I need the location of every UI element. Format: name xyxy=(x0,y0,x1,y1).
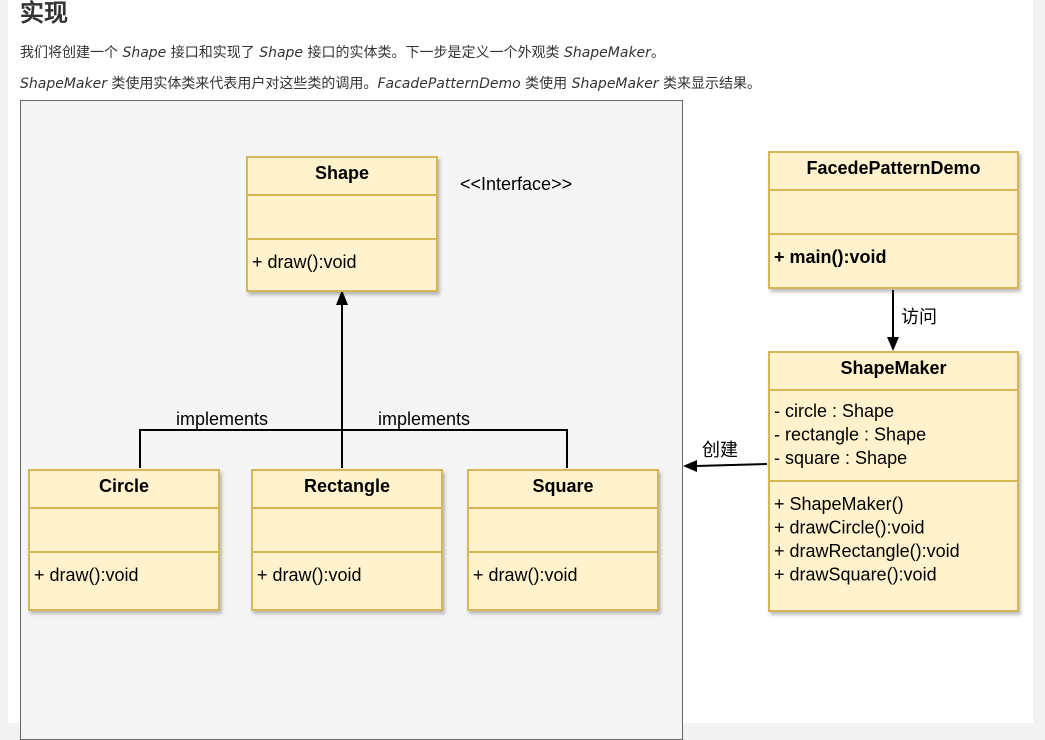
class-name: Square xyxy=(532,476,593,496)
class-name: ShapeMaker xyxy=(840,358,946,378)
class-shape-maker: ShapeMaker - circle : Shape - rectangle : … xyxy=(768,351,1019,612)
class-method: + drawCircle():void xyxy=(774,518,925,538)
class-box xyxy=(768,151,1019,289)
class-box xyxy=(246,156,438,292)
class-shape: Shape + draw():void <<Interface>> xyxy=(246,156,572,292)
class-box xyxy=(251,469,443,611)
class-rectangle: Rectangle + draw():void xyxy=(251,469,443,611)
stereotype-label: <<Interface>> xyxy=(460,174,572,194)
class-facade-demo: FacedePatternDemo + main():void xyxy=(768,151,1019,289)
section-heading: 实现 xyxy=(20,0,68,27)
class-attribute: - square : Shape xyxy=(774,448,907,468)
class-name: FacedePatternDemo xyxy=(806,158,980,178)
text-run: 类来显示结果。 xyxy=(658,76,762,92)
implements-label: implements xyxy=(176,409,268,429)
class-attribute: - rectangle : Shape xyxy=(774,425,926,445)
access-label: 访问 xyxy=(901,307,937,327)
text-run: 类使用 xyxy=(520,76,572,92)
class-method: + draw():void xyxy=(257,565,362,585)
italic-term: Shape xyxy=(259,45,304,61)
text-run: 接口的实体类。下一步是定义一个外观类 xyxy=(303,45,564,61)
class-name: Circle xyxy=(99,476,149,496)
italic-term: ShapeMaker xyxy=(563,45,651,61)
italic-term: FacadePatternDemo xyxy=(377,76,521,92)
intro-paragraph-2: ShapeMaker 类使用实体类来代表用户对这些类的调用。FacadePatt… xyxy=(20,75,761,93)
italic-term: Shape xyxy=(122,45,167,61)
text-run: 。 xyxy=(650,45,665,61)
arrowhead xyxy=(683,460,697,472)
create-label: 创建 xyxy=(702,440,738,460)
class-square: Square + draw():void xyxy=(467,469,659,611)
class-method: + ShapeMaker() xyxy=(774,494,904,514)
class-method: + draw():void xyxy=(34,565,139,585)
class-attribute: - circle : Shape xyxy=(774,401,894,421)
class-method: + draw():void xyxy=(252,252,357,272)
relation-edges xyxy=(139,290,899,472)
class-boxes: Shape + draw():void <<Interface>> Circle + d… xyxy=(28,151,1019,612)
italic-term: ShapeMaker xyxy=(20,76,107,92)
class-name: Shape xyxy=(315,163,369,183)
italic-term: ShapeMaker xyxy=(571,76,659,92)
class-box xyxy=(467,469,659,611)
text-run: 类使用实体类来代表用户对这些类的调用。 xyxy=(106,76,378,92)
class-box xyxy=(28,469,220,611)
class-circle: Circle + draw():void xyxy=(28,469,220,611)
implements-connector xyxy=(139,429,568,468)
text-run: 我们将创建一个 xyxy=(20,45,123,61)
class-method: + main():void xyxy=(774,247,887,267)
arrowhead xyxy=(887,337,899,351)
uml-diagram: Shape + draw():void <<Interface>> Circle + d… xyxy=(28,151,1019,612)
class-method: + draw():void xyxy=(473,565,578,585)
text-run: 接口和实现了 xyxy=(166,45,260,61)
arrowhead xyxy=(336,290,348,305)
class-method: + drawSquare():void xyxy=(774,565,937,585)
class-name: Rectangle xyxy=(304,476,390,496)
create-edge xyxy=(695,463,768,467)
implements-label: implements xyxy=(378,409,470,429)
class-method: + drawRectangle():void xyxy=(774,541,960,561)
intro-paragraph-1: 我们将创建一个 Shape 接口和实现了 Shape 接口的实体类。下一步是定义… xyxy=(20,44,665,62)
